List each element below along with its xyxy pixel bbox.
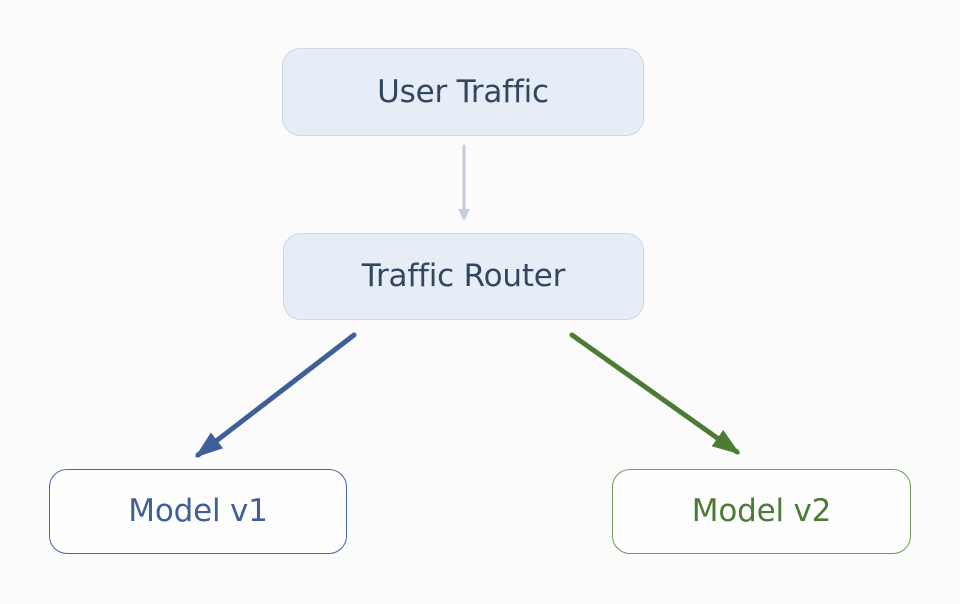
user-traffic-label: User Traffic — [377, 73, 549, 110]
model-v1-node: Model v1 — [49, 469, 347, 554]
traffic-router-node: Traffic Router — [283, 233, 644, 320]
model-v1-label: Model v1 — [128, 493, 268, 529]
router-to-model-v1-arrow — [194, 332, 357, 458]
model-v2-label: Model v2 — [691, 493, 832, 529]
router-to-model-v2-arrow — [569, 332, 741, 455]
user-traffic-node: User Traffic — [282, 48, 644, 136]
traffic-router-label: Traffic Router — [361, 258, 566, 294]
model-v2-node: Model v2 — [612, 469, 911, 554]
